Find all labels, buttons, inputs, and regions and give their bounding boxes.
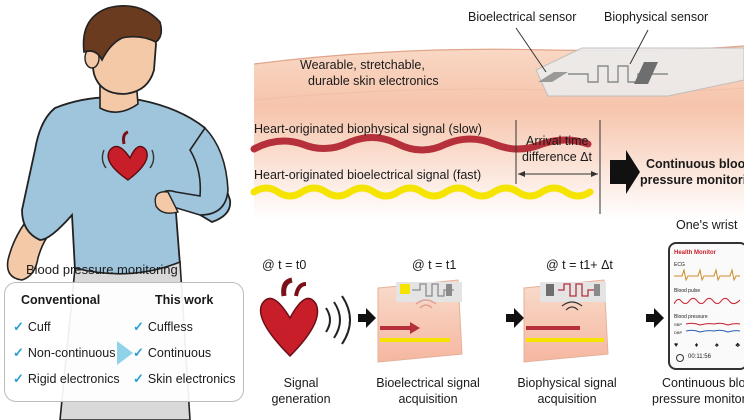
phone-bp-label: Blood pressure [674,314,708,320]
check-icon: ✓ [133,345,144,360]
this-work-item: ✓Cuffless [133,319,193,334]
phone-ecg-label: ECG [674,262,685,268]
continuous-bp-label-line2: pressure monitoring [640,173,744,187]
continuous-bp-label-line1: Continuous blood [646,157,744,171]
biophysical-signal-wave [250,134,592,154]
bp-trace [686,322,740,333]
time-label-t1-dt: @ t = t1+ Δt [546,258,613,272]
step1-caption-line1: Signal [283,376,319,390]
wearable-label-line2: durable skin electronics [308,74,439,88]
step1-caption-line2: generation [271,392,331,406]
stats-icon: ♠ [715,342,719,349]
run-icon: ♦ [694,342,699,349]
phone-title: Health Monitor [674,250,716,256]
biophysical-sensor-label: Biophysical sensor [604,10,709,24]
check-icon: ✓ [13,345,24,360]
step-arrow-icon [646,308,664,328]
step4-caption-line1: Continuous blood [662,376,744,390]
heart-small-icon: ♥ [674,342,679,349]
time-label-t1: @ t = t1 [412,258,457,272]
timer-icon [676,354,684,362]
phone-time: 00:11:56 [688,354,711,360]
step4-caption-line2: pressure monitor [652,392,744,406]
output-arrow-icon [610,150,640,194]
phone-dbp-label: DBP [674,330,683,335]
this-work-header: This work [155,293,214,307]
bioelectrical-signal-wave [250,184,594,200]
arrival-time-label-line2: difference Δt [522,150,592,164]
this-work-item: ✓Skin electronics [133,371,236,386]
ecg-trace [674,268,740,282]
check-icon: ✓ [13,319,24,334]
check-icon: ✓ [133,319,144,334]
conventional-item: ✓Non-continuous [13,345,116,360]
bp-monitoring-title: Blood pressure monitoring [26,262,178,277]
phone-sbp-label: SBP [674,322,683,327]
conventional-item: ✓Rigid electronics [13,371,120,386]
arrival-time-label-line1: Arrival time [526,134,589,148]
biophysical-acquisition-tile [523,279,609,363]
step2-caption-line2: acquisition [398,392,458,406]
signal-waves-icon [325,295,351,345]
comparison-panel: Conventional This work ✓Cuff ✓Non-contin… [4,282,244,402]
step-arrow-icon [506,308,524,328]
check-icon: ✓ [133,371,144,386]
biophysical-signal-label: Heart-originated biophysical signal (slo… [254,122,482,136]
settings-icon: ♣ [735,342,740,349]
step2-caption-line1: Bioelectrical signal [376,376,480,390]
wrist-label: One's wrist [676,218,738,232]
phone-pulse-label: Blood pulse [674,288,701,294]
step3-caption-line2: acquisition [537,392,597,406]
heart-icon [259,277,319,358]
phone-mockup: Health Monitor ECG Blood pulse Blood pre… [668,242,744,370]
bioelectrical-sensor-label: Bioelectrical sensor [468,10,577,24]
wearable-label-line1: Wearable, stretchable, [300,58,425,72]
skin-cross-section [250,27,744,220]
bioelectrical-acquisition-tile [377,279,463,363]
conventional-item: ✓Cuff [13,319,51,334]
chest-heart-icon [101,130,155,181]
skin-sensor-patch [535,47,744,97]
process-steps-graphics [259,277,664,363]
time-label-t0: @ t = t0 [262,258,307,272]
pulse-trace [674,297,740,305]
bioelectrical-signal-label: Heart-originated bioelectrical signal (f… [254,168,482,182]
phone-icon-row: ♥ ♦ ♠ ♣ [674,342,740,349]
comparison-arrow-icon [117,341,133,365]
conventional-header: Conventional [21,293,101,307]
step-arrow-icon [358,308,376,328]
check-icon: ✓ [13,371,24,386]
this-work-item: ✓Continuous [133,345,212,360]
step3-caption-line1: Biophysical signal [517,376,617,390]
